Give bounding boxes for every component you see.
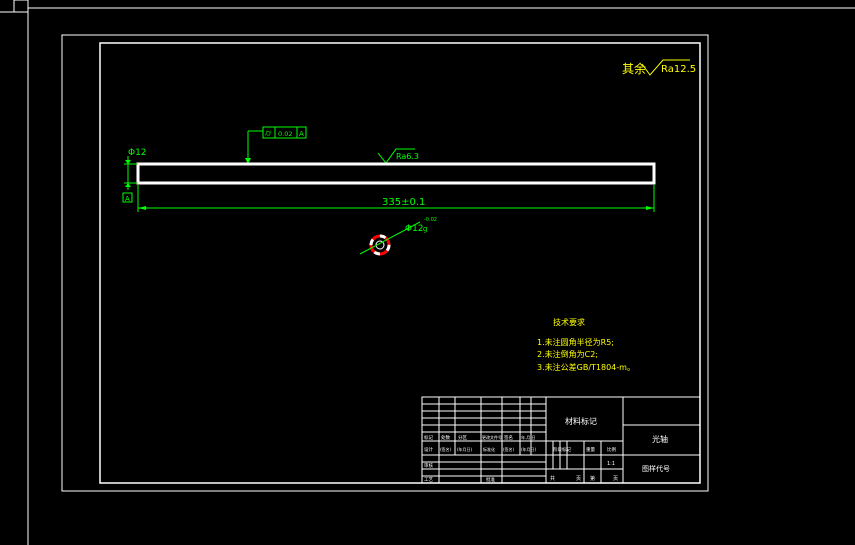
standardization-date: (年月日)	[521, 446, 537, 452]
review-label: 审核	[424, 462, 433, 469]
header-change-doc: 更改文件号	[482, 434, 502, 440]
part-name: 光轴	[652, 434, 668, 444]
sheet-unit: 页	[576, 476, 581, 482]
section-diameter-label: Φ12	[405, 224, 424, 234]
header-mark: 标记	[424, 434, 433, 441]
header-signature: 签名	[504, 434, 513, 441]
section-tolerance-class: g	[423, 225, 427, 233]
sheet-inner-border	[99, 42, 701, 484]
tech-req-item: 2.未注倒角为C2;	[537, 349, 598, 359]
design-date: (年月日)	[457, 446, 473, 452]
stage-label: 阶段标记	[553, 446, 571, 453]
length-label: 335±0.1	[382, 197, 425, 208]
datum-box	[122, 192, 133, 203]
header-date: 年.月.日	[521, 434, 536, 440]
header-count: 处数	[441, 434, 450, 441]
title-block	[421, 396, 701, 484]
shaft-outline	[136, 162, 656, 185]
surface-finish-icon	[641, 59, 690, 76]
section-ring-highlight	[369, 234, 391, 256]
general-surface-finish: 其余 Ra12.5	[622, 59, 696, 76]
sheet-outer-border	[61, 34, 709, 492]
standardization-label: 标准化	[483, 446, 495, 452]
diameter-label: Φ12	[128, 148, 147, 158]
diameter-dimension: Φ12 A	[122, 148, 147, 203]
weight-label: 重量	[586, 446, 595, 453]
sheet-unit-2: 页	[613, 476, 618, 482]
tech-req-item: 3.未注公差GB/T1804-m。	[537, 362, 635, 372]
sheet-total-label: 共	[550, 475, 555, 482]
material-label: 材料标记	[565, 416, 597, 426]
title-block-text: 材料标记 光轴 图样代号 标记 处数 分区 更改文件号 签名 年.月.日 设计 …	[424, 416, 670, 483]
section-view: Φ12 g -0.02	[359, 217, 437, 256]
scale-label: 比例	[607, 446, 616, 453]
design-signature: (签名)	[440, 446, 452, 452]
sheet-label: 第	[590, 475, 595, 482]
length-dimension: 335±0.1	[137, 185, 655, 212]
viewport-corner-box	[13, 0, 29, 13]
section-tolerance-value: -0.02	[424, 217, 437, 223]
general-finish-prefix: 其余	[622, 61, 646, 76]
general-finish-value: Ra12.5	[661, 64, 696, 75]
tolerance-value: 0.02	[278, 130, 292, 138]
tolerance-datum: A	[299, 130, 304, 138]
tech-req-item: 1.未注圆角半径为R5;	[537, 337, 614, 347]
scale-value: 1:1	[607, 461, 615, 467]
standardization-signature: (签名)	[503, 446, 515, 452]
header-zone: 分区	[458, 434, 467, 441]
drawing-number-label: 图样代号	[642, 464, 670, 473]
datum-label: A	[125, 195, 130, 203]
surface-finish-local-icon	[377, 148, 415, 164]
geometric-tolerance-frame: ⌭ 0.02 A	[245, 126, 307, 164]
cylindricity-icon: ⌭	[265, 129, 272, 139]
approve-label: 批准	[486, 476, 495, 483]
local-surface-finish: Ra6.3	[377, 148, 419, 164]
process-label: 工艺	[424, 477, 433, 483]
design-label: 设计	[424, 446, 433, 453]
tech-req-title: 技术要求	[553, 317, 585, 327]
technical-requirements: 技术要求 1.未注圆角半径为R5; 2.未注倒角为C2; 3.未注公差GB/T1…	[537, 317, 635, 372]
local-finish-value: Ra6.3	[396, 152, 419, 161]
